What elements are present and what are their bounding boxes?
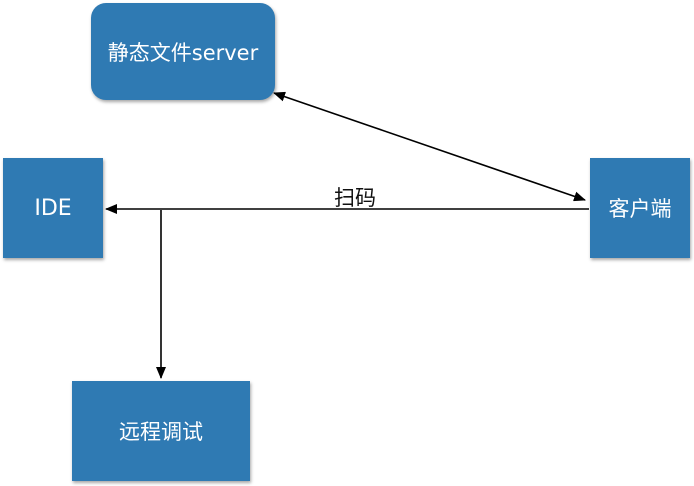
node-static-file-server-label: 静态文件server [107,40,259,65]
edge-client-static-server [273,91,586,202]
node-static-file-server: 静态文件server [91,3,275,100]
node-client-label: 客户端 [608,197,672,221]
node-remote-debug: 远程调试 [72,381,250,481]
node-ide: IDE [3,158,103,258]
node-client: 客户端 [590,158,690,258]
node-remote-debug-label: 远程调试 [119,420,203,444]
edge-label-scan-code: 扫码 [334,186,376,210]
node-ide-label: IDE [34,195,72,221]
